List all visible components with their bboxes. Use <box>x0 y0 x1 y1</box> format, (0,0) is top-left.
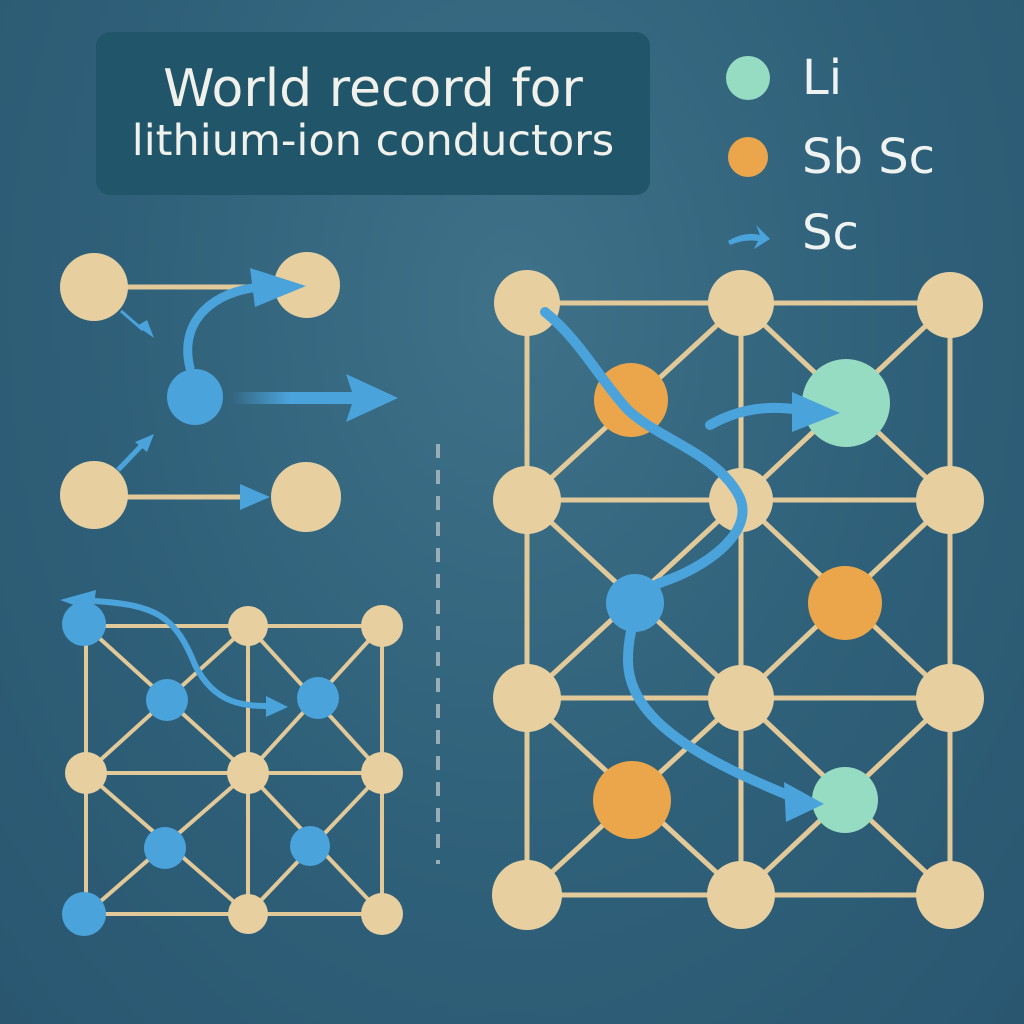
lattice-atom <box>708 270 774 336</box>
lattice-atom <box>361 893 403 935</box>
lattice-atom <box>916 861 984 929</box>
title-line-2: lithium-ion conductors <box>131 116 615 167</box>
bond-arrow-head <box>240 484 270 510</box>
title-box: World record for lithium-ion conductors <box>96 32 650 195</box>
small-lattice-atoms <box>60 590 403 936</box>
legend-label-sc: Sc <box>802 205 859 261</box>
schematic-lattice-atom <box>60 461 128 529</box>
lattice-atom <box>916 664 984 732</box>
migrating-ion <box>146 679 188 721</box>
li-atom <box>812 767 878 833</box>
migrating-ion <box>62 602 106 646</box>
li-legend-icon <box>724 54 772 102</box>
lattice-atom <box>917 272 983 338</box>
migrating-ion <box>297 677 339 719</box>
lattice-atom <box>228 606 268 646</box>
legend-item-li: Li <box>724 48 842 108</box>
lattice-atom <box>493 466 561 534</box>
schematic-lattice-atom <box>274 252 340 318</box>
lattice-atom <box>494 270 560 336</box>
hop-schematic <box>60 252 398 532</box>
hop-arrow-head <box>250 268 306 307</box>
hop-arrow <box>705 402 805 430</box>
sb-sc-atom <box>593 761 671 839</box>
legend-label-sb-sc: Sb Sc <box>802 129 936 185</box>
title-line-1: World record for <box>163 59 583 120</box>
small-arrow-head <box>137 320 154 338</box>
legend-label-li: Li <box>802 50 843 106</box>
migration-arrow-legend-icon <box>724 209 772 257</box>
migration-arrow-head <box>784 782 824 822</box>
schematic-lattice-atom <box>60 253 128 321</box>
migration-arrow-head <box>60 590 96 612</box>
lattice-atom <box>708 665 774 731</box>
small-arrow-head <box>135 434 154 452</box>
legend-item-sc: Sc <box>724 203 859 263</box>
hop-arrow <box>183 282 267 373</box>
migrating-ion <box>167 369 223 425</box>
migrating-ion <box>144 827 186 869</box>
lattice-atom <box>228 894 268 934</box>
li-atom <box>802 359 890 447</box>
large-lattice-atoms <box>492 270 984 930</box>
lattice-atom <box>361 605 403 647</box>
lattice-atom <box>493 664 561 732</box>
sb-sc-legend-icon <box>724 133 772 181</box>
lattice-atom <box>227 752 269 794</box>
migrating-ion <box>290 826 330 866</box>
small-arrow <box>116 442 145 472</box>
lattice-atom <box>65 752 107 794</box>
migration-path <box>92 598 273 709</box>
legend-item-sb-sc: Sb Sc <box>724 127 935 187</box>
sb-sc-atom <box>594 363 668 437</box>
migrating-ion <box>62 892 106 936</box>
lattice-atom <box>707 861 775 929</box>
lattice-atom <box>492 860 562 930</box>
lattice-atom <box>916 466 984 534</box>
migrating-ion <box>606 574 664 632</box>
migration-arrow-head <box>266 696 288 717</box>
migration-path <box>540 307 805 805</box>
lattice-atom <box>361 752 403 794</box>
sb-sc-atom <box>808 566 882 640</box>
transport-arrow <box>232 374 398 422</box>
hop-arrow-head <box>792 392 840 432</box>
schematic-lattice-atom <box>271 462 341 532</box>
